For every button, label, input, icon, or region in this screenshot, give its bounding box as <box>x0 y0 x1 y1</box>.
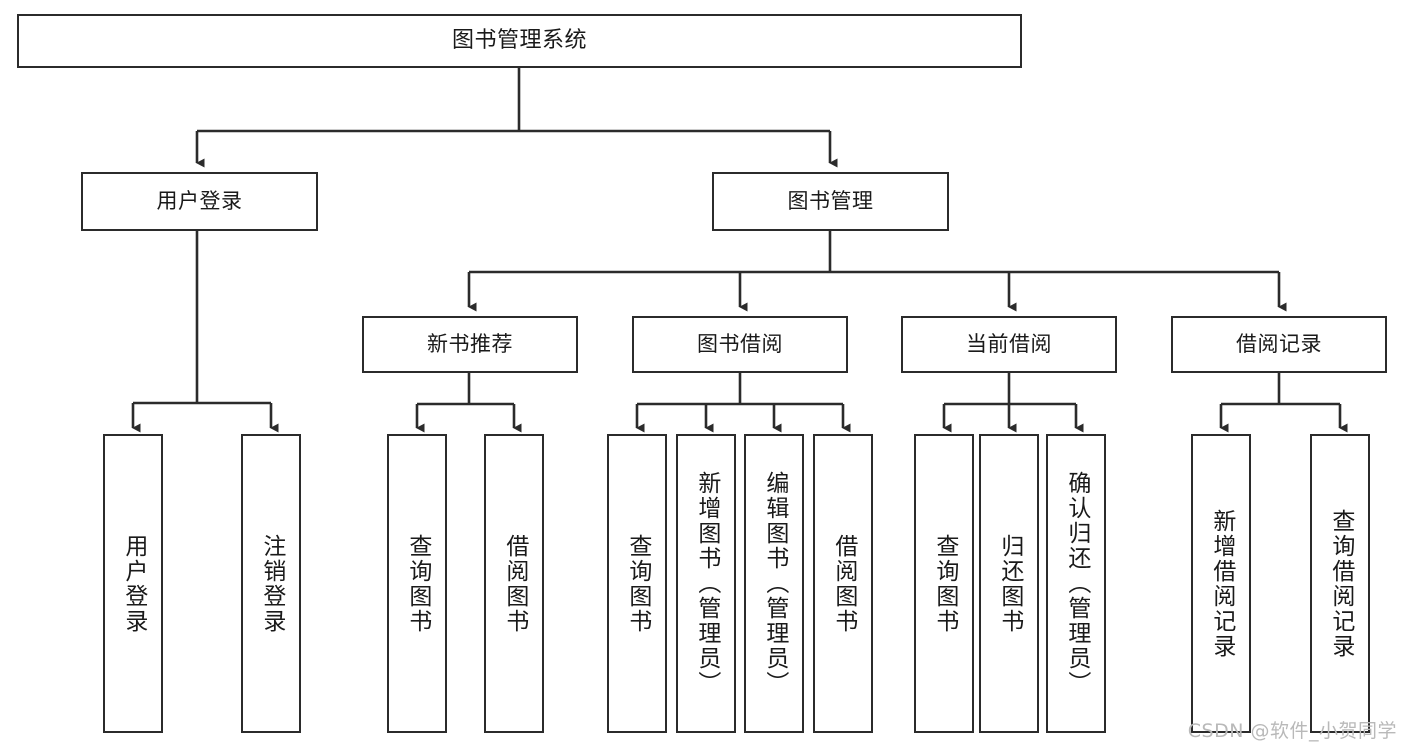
node-user-login[interactable]: 用户登录 <box>81 172 318 231</box>
node-root-system[interactable]: 图书管理系统 <box>17 14 1022 68</box>
node-label: 编辑图书（管理员） <box>761 471 788 696</box>
node-label: 借阅记录 <box>1236 332 1322 357</box>
leaf-query-book-borrow[interactable]: 查询图书 <box>607 434 667 733</box>
leaf-add-borrow-record[interactable]: 新增借阅记录 <box>1191 434 1251 733</box>
node-label: 用户登录 <box>156 189 243 214</box>
node-book-management[interactable]: 图书管理 <box>712 172 949 231</box>
node-label: 确认归还（管理员） <box>1063 471 1090 696</box>
node-label: 查询图书 <box>404 533 431 634</box>
node-current-borrow[interactable]: 当前借阅 <box>901 316 1117 373</box>
leaf-query-borrow-record[interactable]: 查询借阅记录 <box>1310 434 1370 733</box>
node-label: 注销登录 <box>258 533 285 634</box>
node-label: 归还图书 <box>996 533 1023 634</box>
node-borrow-record[interactable]: 借阅记录 <box>1171 316 1387 373</box>
leaf-query-book-newbook[interactable]: 查询图书 <box>387 434 447 733</box>
node-label: 用户登录 <box>120 533 147 634</box>
node-label: 借阅图书 <box>830 533 857 634</box>
leaf-confirm-return-admin[interactable]: 确认归还（管理员） <box>1046 434 1106 733</box>
leaf-query-book-current[interactable]: 查询图书 <box>914 434 974 733</box>
node-label: 新增图书（管理员） <box>693 471 720 696</box>
node-book-borrow[interactable]: 图书借阅 <box>632 316 848 373</box>
node-label: 借阅图书 <box>501 533 528 634</box>
leaf-user-login[interactable]: 用户登录 <box>103 434 163 733</box>
leaf-borrow-book-newbook[interactable]: 借阅图书 <box>484 434 544 733</box>
node-label: 当前借阅 <box>966 332 1052 357</box>
node-label: 查询图书 <box>624 533 651 634</box>
watermark-text: CSDN @软件_小贺同学 <box>1187 720 1397 742</box>
node-label: 图书管理系统 <box>451 27 587 53</box>
node-label: 查询借阅记录 <box>1327 508 1354 659</box>
leaf-borrow-book[interactable]: 借阅图书 <box>813 434 873 733</box>
node-label: 图书借阅 <box>697 332 783 357</box>
node-label: 新增借阅记录 <box>1208 508 1235 659</box>
leaf-return-book[interactable]: 归还图书 <box>979 434 1039 733</box>
node-label: 图书管理 <box>787 189 874 214</box>
leaf-edit-book-admin[interactable]: 编辑图书（管理员） <box>744 434 804 733</box>
leaf-add-book-admin[interactable]: 新增图书（管理员） <box>676 434 736 733</box>
leaf-logout[interactable]: 注销登录 <box>241 434 301 733</box>
node-label: 查询图书 <box>931 533 958 634</box>
node-label: 新书推荐 <box>427 332 513 357</box>
node-new-book-recommend[interactable]: 新书推荐 <box>362 316 578 373</box>
